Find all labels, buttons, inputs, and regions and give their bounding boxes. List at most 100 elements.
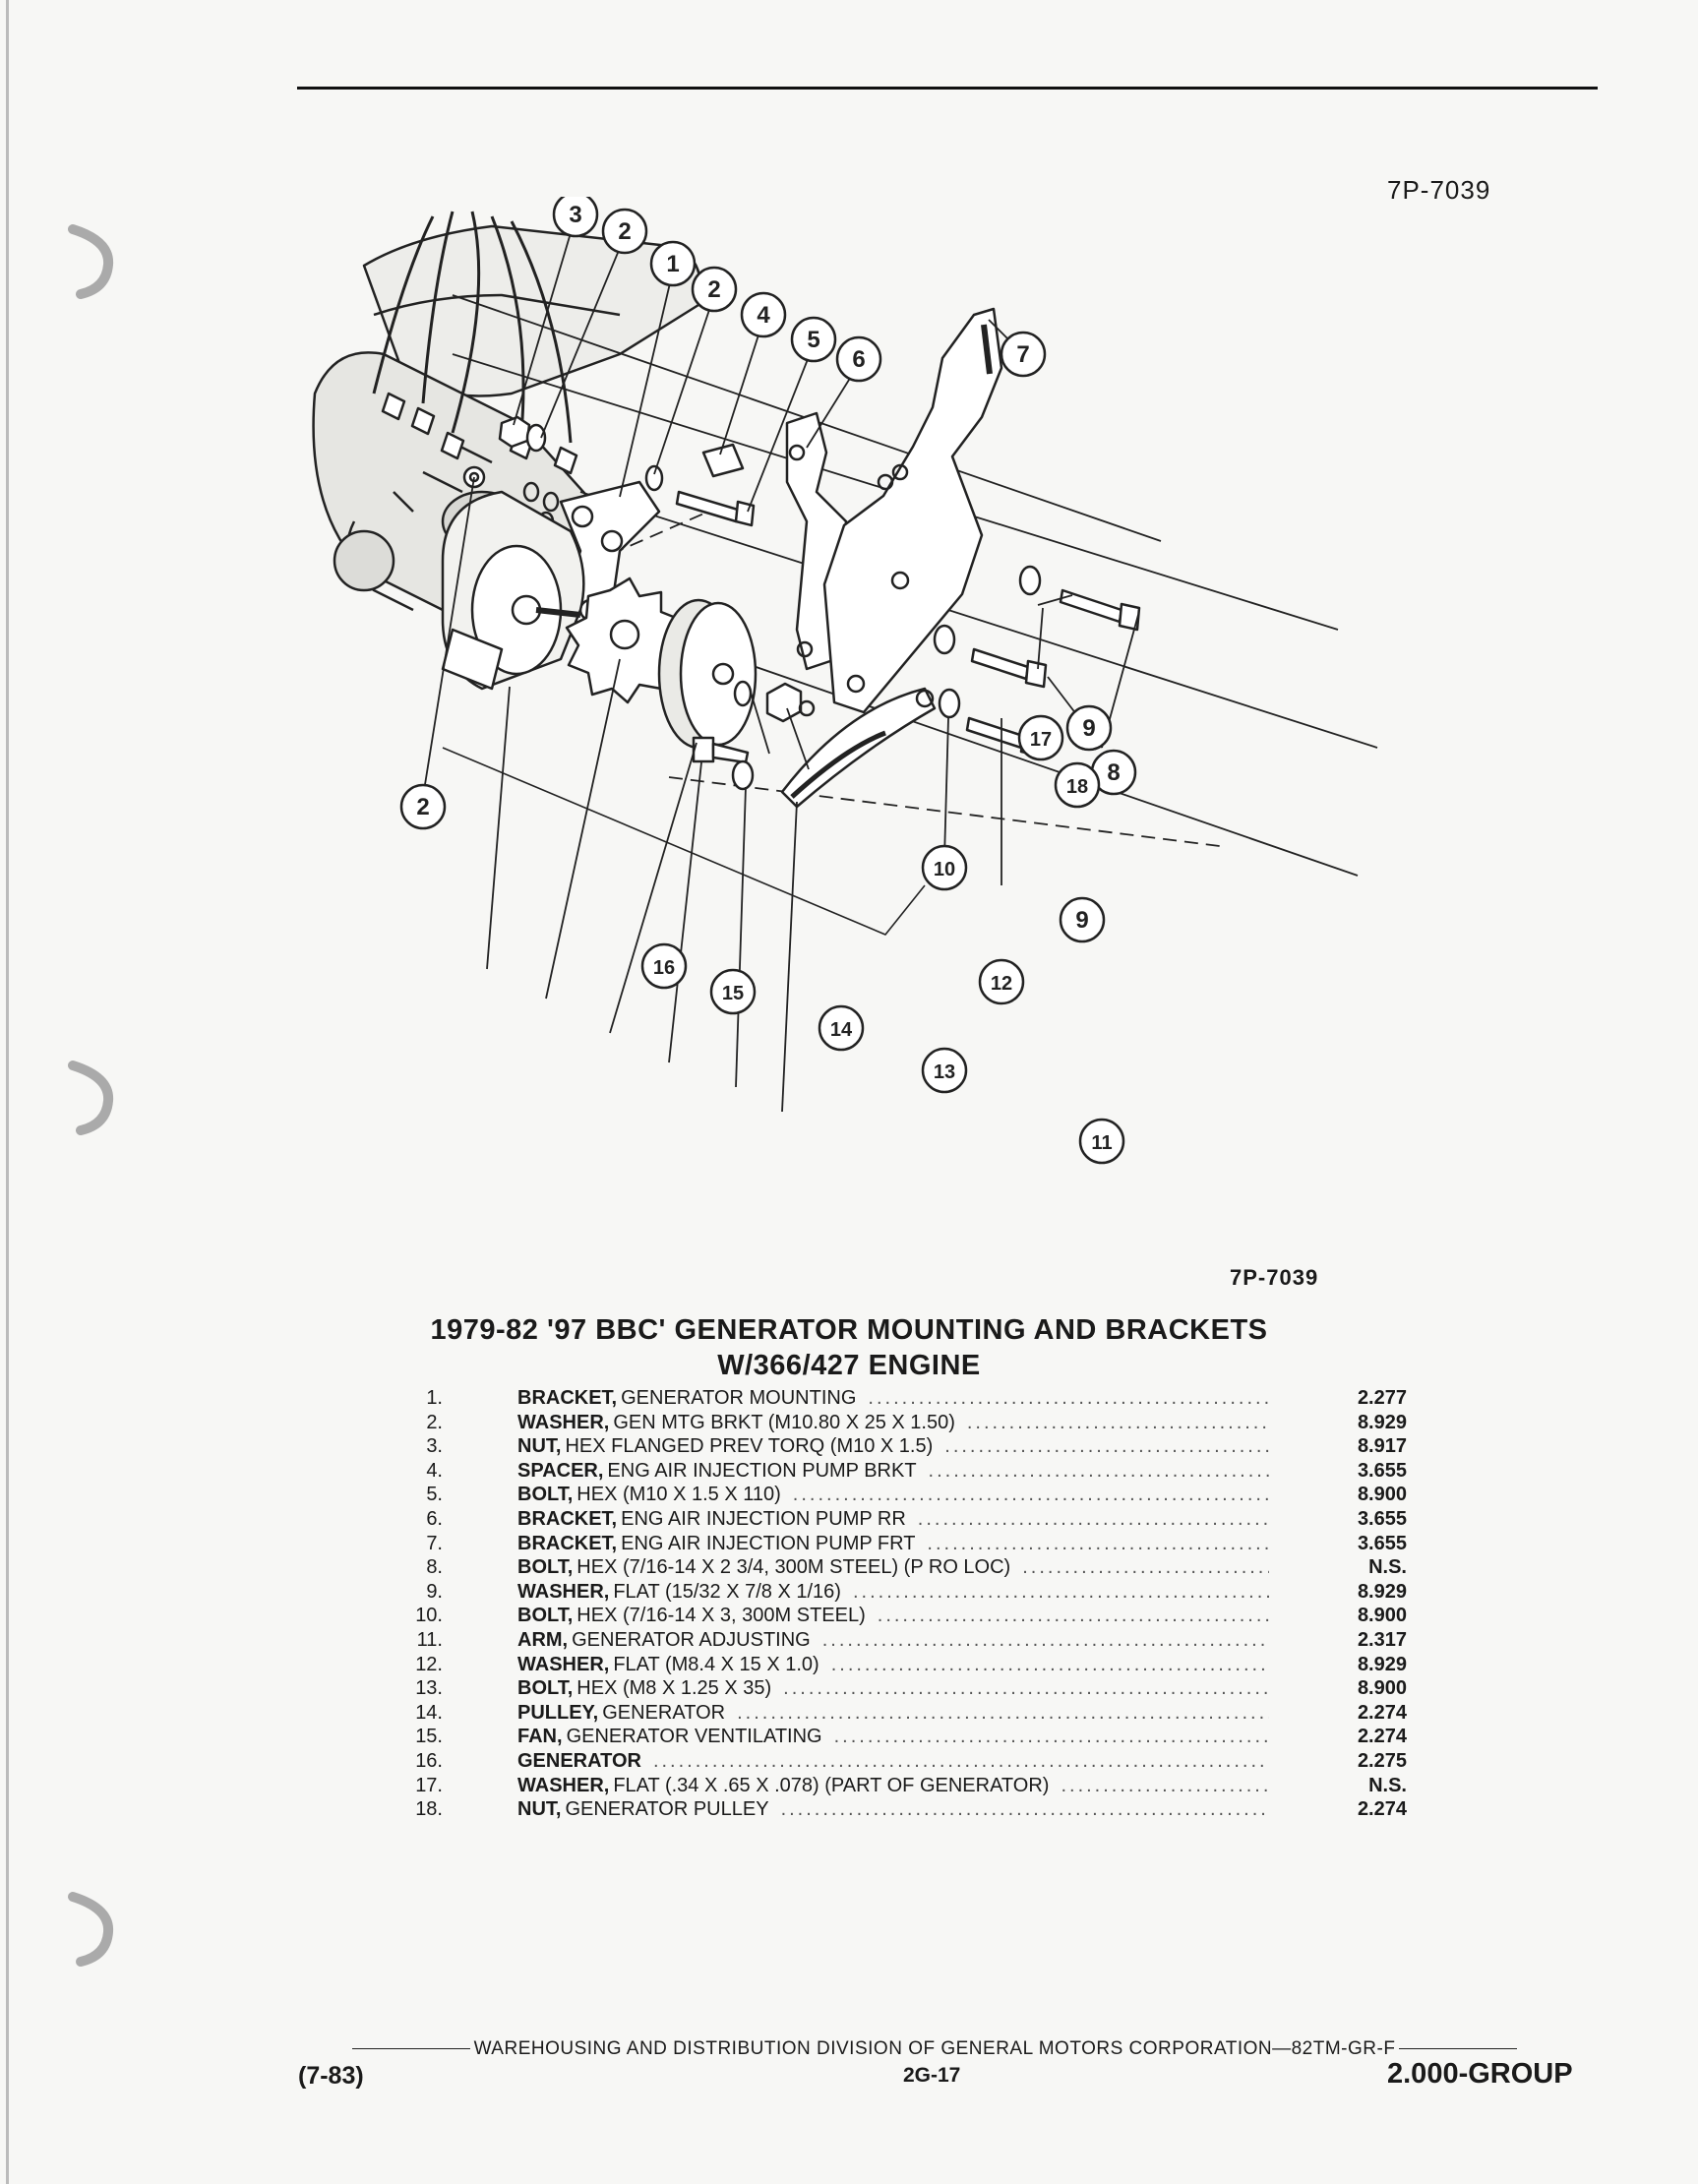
callout-label: 17 [1030, 729, 1052, 751]
footer-division-text: WAREHOUSING AND DISTRIBUTION DIVISION OF… [473, 2038, 1396, 2059]
part-detail: HEX FLANGED PREV TORQ (M10 X 1.5) [565, 1435, 934, 1458]
part-row: 3. NUT,HEX FLANGED PREV TORQ (M10 X 1.5) 8… [394, 1435, 1407, 1460]
binder-hole-icon [68, 224, 114, 299]
part-name: WASHER, [517, 1774, 610, 1796]
part-row: 6.BRACKET,ENG AIR INJECTION PUMP RR3.655 [394, 1508, 1407, 1533]
callout-circle [790, 316, 837, 363]
part-group-number: 2.274 [1357, 1726, 1407, 1748]
callout-circle [399, 783, 447, 830]
part-name: NUT, [517, 1435, 562, 1458]
callout-label: 14 [830, 1019, 853, 1041]
part-description: WASHER,FLAT (.34 X .65 X .078) (PART OF … [517, 1775, 1269, 1797]
footer-dash [1399, 2048, 1518, 2050]
part-detail: ENG AIR INJECTION PUMP FRT [621, 1532, 916, 1554]
figure-code-top: 7P-7039 [1387, 175, 1491, 205]
part-row: 4.SPACER,ENG AIR INJECTION PUMP BRKT3.65… [394, 1460, 1407, 1485]
part-description: WASHER,FLAT (M8.4 X 15 X 1.0) [517, 1654, 1269, 1676]
callout-label: 3 [569, 202, 581, 228]
part-detail: FLAT (M8.4 X 15 X 1.0) [613, 1653, 819, 1675]
section-title-line1: 1979-82 '97 BBC' GENERATOR MOUNTING AND … [430, 1314, 1268, 1346]
part-name: WASHER, [517, 1653, 610, 1675]
dot-leader [853, 1581, 1269, 1604]
part-row: 17.WASHER,FLAT (.34 X .65 X .078) (PART … [394, 1775, 1407, 1799]
part-name: NUT, [517, 1798, 562, 1821]
part-number: 16. [415, 1749, 443, 1772]
part-group-number: 8.929 [1357, 1411, 1407, 1433]
callout-label: 5 [807, 327, 819, 353]
part-number: 3. [426, 1435, 443, 1458]
callout-label: 18 [1066, 776, 1088, 798]
part-group-number: 8.929 [1357, 1580, 1407, 1603]
part-detail: GENERATOR ADJUSTING [572, 1628, 811, 1651]
part-name: WASHER, [517, 1580, 610, 1603]
callout-circle [1017, 714, 1064, 761]
callout-circle [552, 197, 599, 238]
part-number: 15. [415, 1726, 443, 1748]
part-row: 15.FAN,GENERATOR VENTILATING2.274 [394, 1726, 1407, 1750]
footer-group: 2.000-GROUP [1387, 2058, 1573, 2090]
footer-date: (7-83) [298, 2062, 364, 2090]
part-number: 10. [415, 1605, 443, 1627]
part-row: 1.BRACKET,GENERATOR MOUNTING2.277 [394, 1387, 1407, 1412]
page-edge [6, 0, 9, 2184]
part-number: 9. [426, 1580, 443, 1603]
part-row: 7.BRACKET,ENG AIR INJECTION PUMP FRT3.65… [394, 1533, 1407, 1557]
part-description: SPACER,ENG AIR INJECTION PUMP BRKT [517, 1460, 1269, 1483]
part-group-number: 2.317 [1357, 1628, 1407, 1651]
part-name: BOLT, [517, 1605, 574, 1627]
callout-label: 2 [416, 794, 429, 820]
part-group-number: 8.900 [1357, 1677, 1407, 1700]
callout-label: 2 [707, 276, 720, 303]
part-group-number: 2.275 [1357, 1749, 1407, 1772]
part-row: 16. GENERATOR 2.275 [394, 1750, 1407, 1775]
dot-leader [944, 1435, 1269, 1458]
pulley-illustration [657, 598, 758, 750]
part-number: 11. [416, 1628, 443, 1651]
callout-label: 8 [1107, 759, 1120, 786]
dot-leader [783, 1677, 1269, 1700]
dot-leader [737, 1702, 1269, 1725]
part-detail: GEN MTG BRKT (M10.80 X 25 X 1.50) [613, 1411, 955, 1433]
part-description: PULLEY,GENERATOR [517, 1702, 1269, 1725]
callout-circle [921, 844, 968, 891]
part-group-number: 2.277 [1357, 1387, 1407, 1409]
part-description: GENERATOR [517, 1750, 1269, 1773]
callout-label: 15 [722, 983, 744, 1004]
part-detail: ENG AIR INJECTION PUMP BRKT [607, 1459, 917, 1482]
part-detail: HEX (M10 X 1.5 X 110) [576, 1484, 781, 1506]
part-name: BRACKET, [517, 1507, 618, 1530]
dot-leader [929, 1460, 1269, 1483]
part-row: 12.WASHER,FLAT (M8.4 X 15 X 1.0)8.929 [394, 1654, 1407, 1678]
part-group-number: 8.917 [1357, 1435, 1407, 1458]
part-group-number: 3.655 [1357, 1532, 1407, 1554]
part-row: 13.BOLT,HEX (M8 X 1.25 X 35)8.900 [394, 1677, 1407, 1702]
part-group-number: N.S. [1368, 1556, 1407, 1579]
callout-label: 2 [618, 218, 631, 245]
callout-label: 1 [666, 251, 679, 277]
callout-label: 16 [653, 957, 675, 979]
dot-leader [1061, 1775, 1269, 1797]
callout-circle [1054, 761, 1101, 809]
part-detail: HEX (M8 X 1.25 X 35) [576, 1677, 772, 1700]
part-number: 2. [426, 1411, 443, 1433]
fan-illustration [565, 576, 687, 704]
part-detail: GENERATOR PULLEY [565, 1798, 769, 1821]
part-detail: FLAT (15/32 X 7/8 X 1/16) [613, 1580, 841, 1603]
part-group-number: N.S. [1368, 1774, 1407, 1796]
part-group-number: 8.929 [1357, 1653, 1407, 1675]
dot-leader [831, 1654, 1269, 1676]
part-row: 9. WASHER,FLAT (15/32 X 7/8 X 1/16) 8.929 [394, 1581, 1407, 1606]
part-name: BRACKET, [517, 1532, 618, 1554]
callout-label: 4 [757, 302, 770, 329]
callout-label: 12 [991, 973, 1012, 995]
dot-leader [878, 1605, 1269, 1627]
part-row: 11.ARM,GENERATOR ADJUSTING2.317 [394, 1629, 1407, 1654]
part-number: 13. [415, 1677, 443, 1700]
callout-label: 13 [934, 1062, 955, 1083]
part-group-number: 8.900 [1357, 1484, 1407, 1506]
callout-circle [1059, 896, 1106, 943]
part-row: 5.BOLT,HEX (M10 X 1.5 X 110)8.900 [394, 1484, 1407, 1508]
part-description: NUT,HEX FLANGED PREV TORQ (M10 X 1.5) [517, 1435, 1269, 1458]
part-name: SPACER, [517, 1459, 604, 1482]
